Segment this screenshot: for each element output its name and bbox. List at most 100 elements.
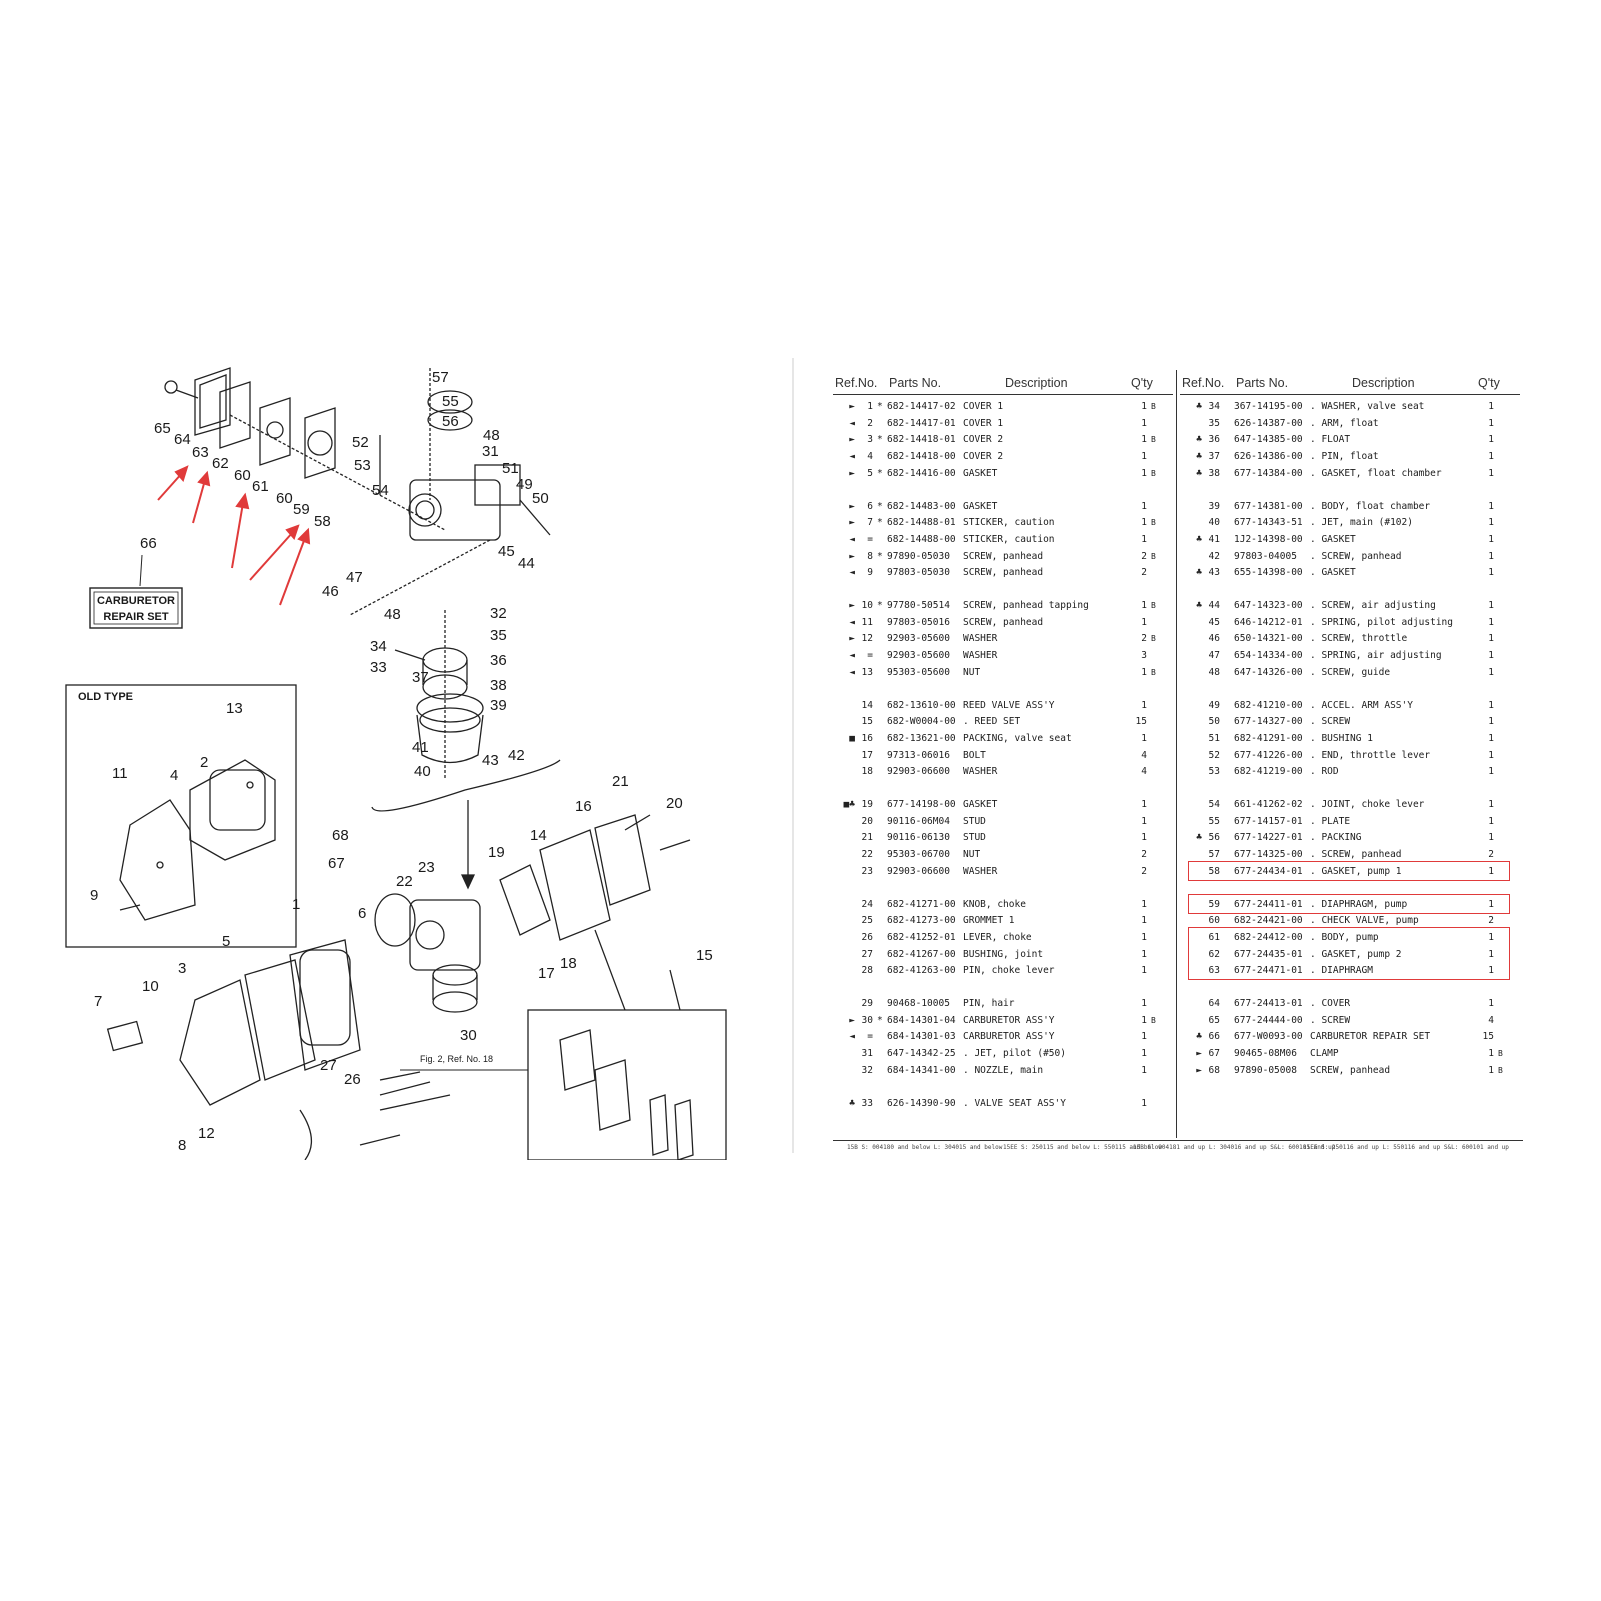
ref-no-cell: 31 — [861, 1048, 873, 1060]
row-marker: ► — [849, 434, 855, 446]
callout-number: 49 — [516, 476, 533, 493]
row-marker: ◄ — [849, 650, 855, 662]
part-number-cell: 655-14398-00 — [1234, 567, 1303, 579]
part-number-cell: 682-14417-02 — [887, 401, 956, 412]
callout-number: 5 — [222, 933, 230, 950]
callout-number: 10 — [142, 978, 159, 995]
part-number-cell: 97890-05008 — [1234, 1064, 1297, 1076]
description-cell: . DIAPHRAGM, pump — [1310, 898, 1408, 910]
ref-no-cell: 53 — [1208, 766, 1220, 778]
callout-number: 21 — [612, 773, 629, 790]
ref-no-cell: 4 — [867, 451, 873, 463]
description-cell: LEVER, choke — [963, 931, 1032, 943]
qty-cell: 2 — [1141, 849, 1147, 861]
ref-no-cell: 52 — [1208, 749, 1220, 761]
ref-no-cell: 7 — [867, 517, 873, 529]
ref-no-cell: 18 — [861, 766, 873, 778]
star-cell: * — [877, 600, 883, 611]
ref-no-cell: 12 — [861, 633, 873, 645]
ref-no-cell: 66 — [1208, 1031, 1220, 1043]
row-marker: ◄ — [849, 417, 855, 429]
description-cell: . FLOAT — [1310, 434, 1351, 446]
description-cell: COVER 1 — [963, 401, 1004, 412]
part-number-cell: 677-41226-00 — [1234, 749, 1303, 761]
description-cell: CLAMP — [1310, 1048, 1339, 1060]
row-marker: ♣ — [1196, 533, 1202, 545]
qty-cell: 2 — [1141, 865, 1147, 877]
callout-number: 3 — [178, 960, 186, 977]
note-cell: B — [1498, 1065, 1503, 1075]
qty-cell: 1 — [1488, 799, 1494, 810]
description-cell: SCREW, panhead — [1310, 1064, 1391, 1076]
part-number-cell: 682-13621-00 — [887, 732, 956, 744]
fig-ref-label: Fig. 2, Ref. No. 18 — [420, 1054, 493, 1064]
part-number-cell: 677-24471-01 — [1234, 965, 1303, 977]
part-number-cell: 682-14416-00 — [887, 467, 956, 479]
qty-cell: 1 — [1141, 434, 1147, 446]
callout-number: 37 — [412, 669, 429, 686]
callout-number: 44 — [518, 555, 535, 572]
callout-number: 48 — [384, 606, 401, 623]
description-cell: PACKING, valve seat — [963, 732, 1072, 744]
part-number-cell: 682-14418-01 — [887, 434, 956, 446]
qty-cell: 1 — [1141, 1014, 1147, 1026]
qty-cell: 1 — [1141, 931, 1147, 943]
note-cell: B — [1151, 601, 1156, 610]
description-cell: . GASKET, pump 1 — [1310, 865, 1402, 877]
header-qty: Q'ty — [1478, 376, 1500, 390]
qty-cell: 1 — [1141, 666, 1147, 678]
ref-no-cell: 3 — [867, 434, 873, 446]
qty-cell: 1 — [1488, 533, 1494, 545]
row-marker: ► — [849, 517, 855, 529]
row-marker: ◄ — [849, 567, 855, 579]
part-number-cell: 682-W0004-00 — [887, 716, 956, 728]
description-cell: . BODY, float chamber — [1310, 500, 1431, 512]
row-marker: ♣ — [1196, 434, 1202, 446]
description-cell: . ARM, float — [1310, 417, 1379, 429]
qty-cell: 4 — [1141, 766, 1147, 778]
part-number-cell: 90116-06130 — [887, 832, 950, 844]
callout-number: 47 — [346, 569, 363, 586]
part-number-cell: 682-13610-00 — [887, 699, 956, 711]
callout-number: 64 — [174, 431, 191, 448]
ref-no-cell: 35 — [1208, 417, 1220, 429]
ref-no-cell: 28 — [861, 965, 873, 977]
description-cell: . PLATE — [1310, 815, 1351, 827]
callout-number: 16 — [575, 798, 592, 815]
qty-cell: 1 — [1488, 832, 1494, 844]
float-chamber — [394, 610, 484, 780]
ref-no-cell: 19 — [861, 799, 873, 810]
ref-no-cell: 41 — [1208, 533, 1220, 545]
description-cell: CARBURETOR REPAIR SET — [1310, 1031, 1431, 1043]
part-number-cell: 97803-04005 — [1234, 550, 1297, 562]
description-cell: . SCREW — [1310, 716, 1351, 728]
ref-no-cell: 58 — [1208, 865, 1220, 877]
ref-no-cell: 10 — [861, 600, 873, 611]
qty-cell: 1 — [1488, 451, 1494, 463]
qty-cell: 1 — [1488, 716, 1494, 728]
description-cell: STUD — [963, 815, 986, 827]
highlight-box — [1188, 860, 1510, 881]
ref-no-cell: 22 — [861, 849, 873, 861]
star-cell: * — [877, 517, 883, 529]
ref-no-cell: 42 — [1208, 550, 1220, 562]
part-number-cell: 650-14321-00 — [1234, 633, 1303, 645]
ref-no-cell: 49 — [1208, 699, 1220, 711]
row-marker: ► — [849, 550, 855, 562]
description-cell: . COVER — [1310, 998, 1351, 1009]
callout-number: 35 — [490, 627, 507, 644]
qty-cell: 1 — [1488, 815, 1494, 827]
carburetor-repair-set-label: CARBURETOR REPAIR SET — [89, 554, 183, 629]
header-parts-no: Parts No. — [1236, 376, 1289, 390]
description-cell: KNOB, choke — [963, 898, 1026, 910]
